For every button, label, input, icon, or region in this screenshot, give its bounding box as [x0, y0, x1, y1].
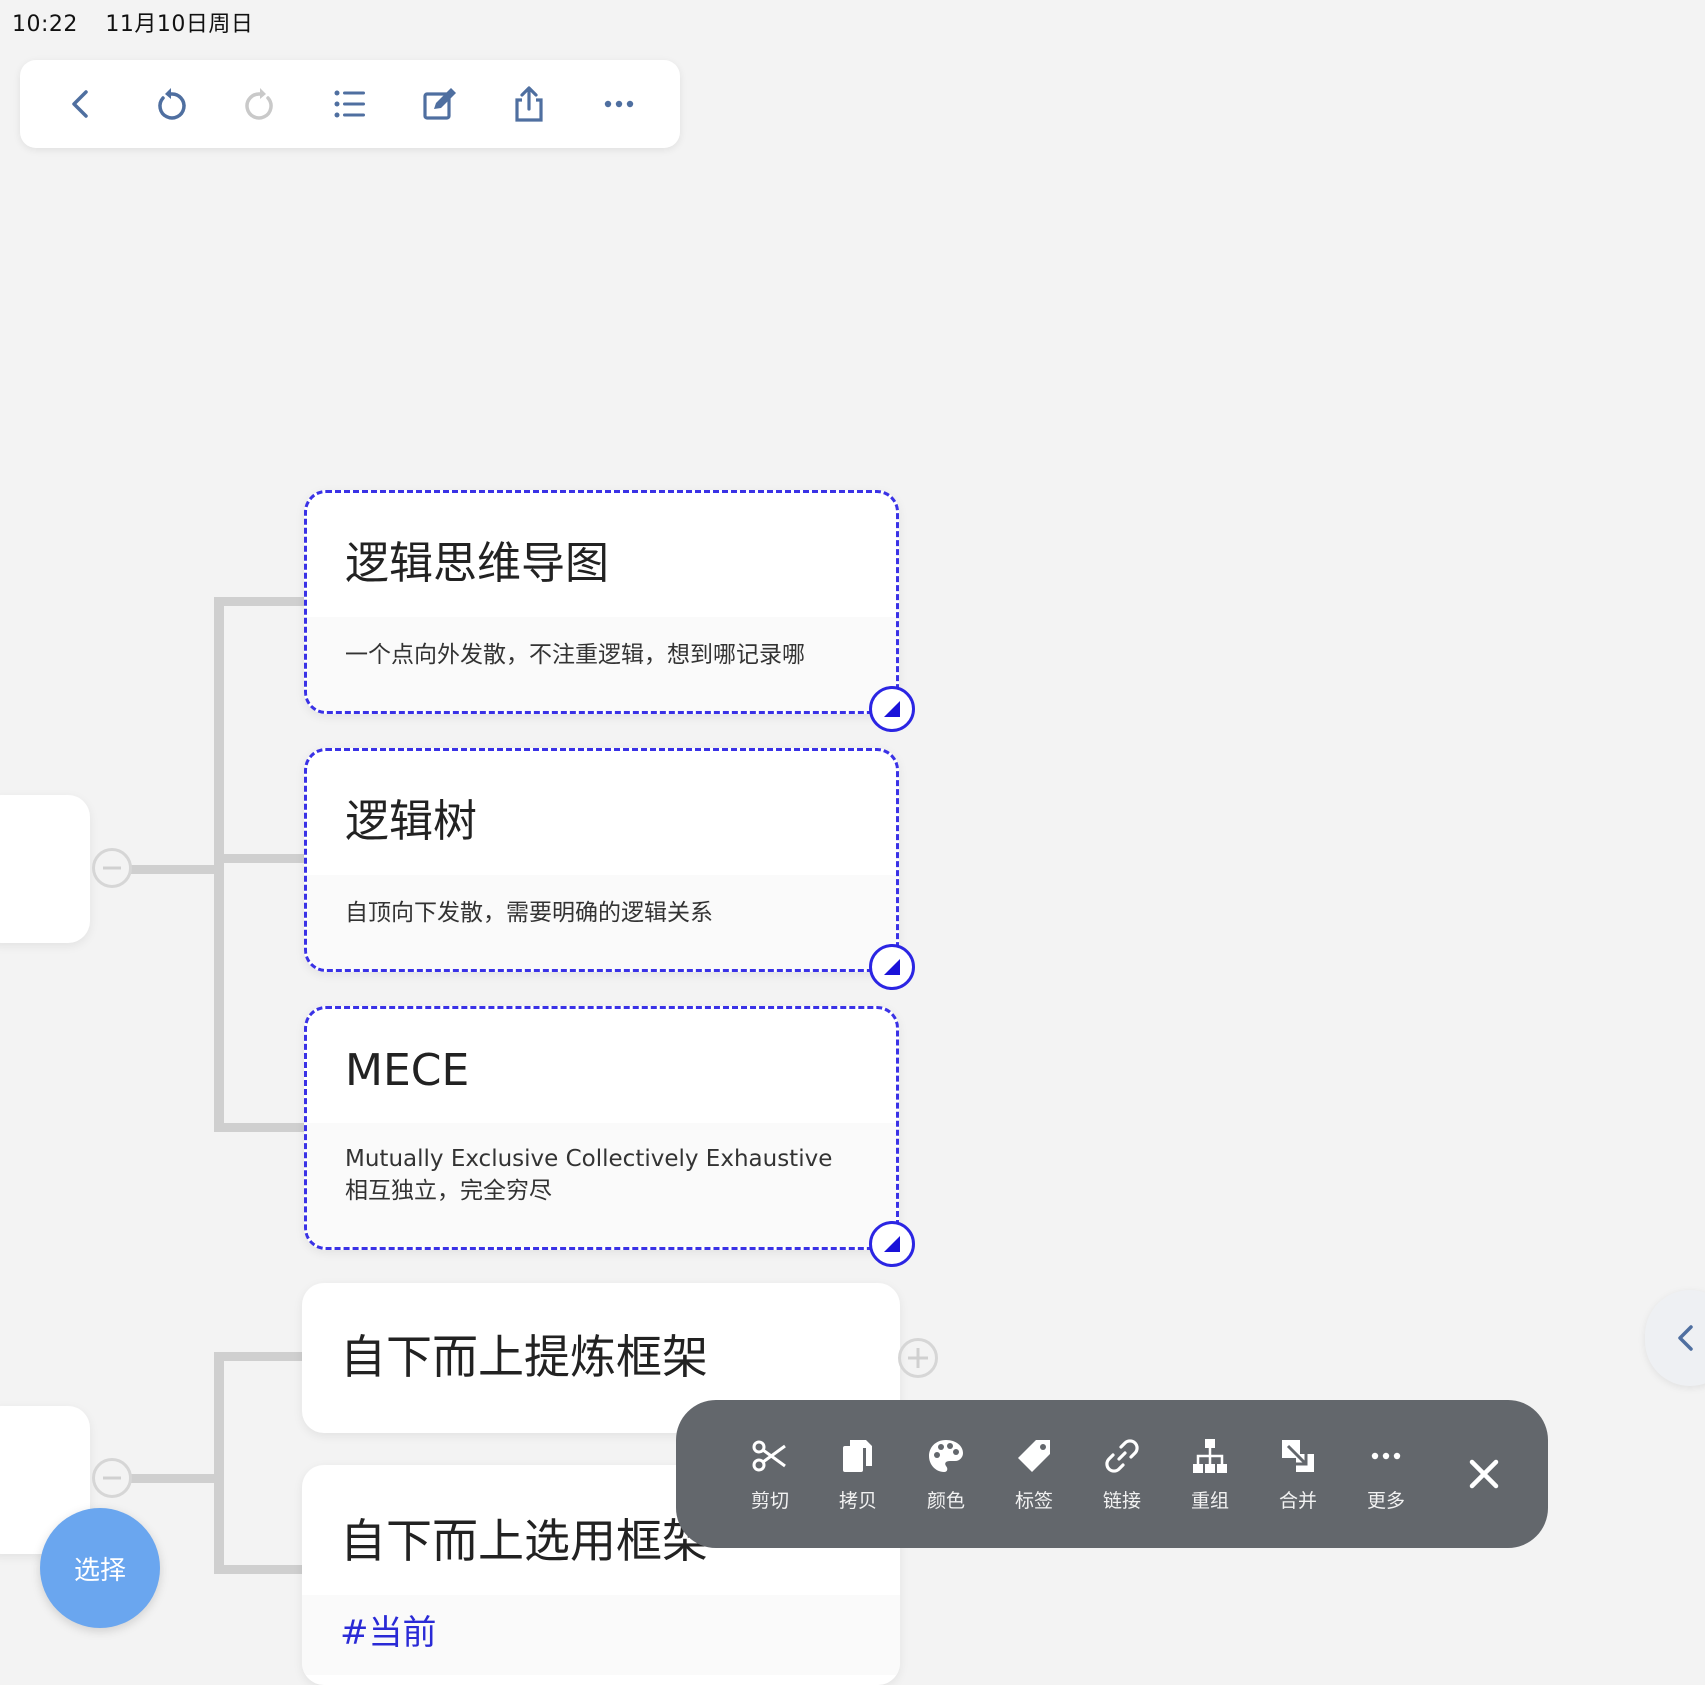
- undo-button[interactable]: [141, 74, 201, 134]
- node-note: #当前: [302, 1595, 900, 1675]
- status-bar: 10:22 11月10日周日: [12, 6, 273, 38]
- outline-button[interactable]: [320, 74, 380, 134]
- more-actions-label: 更多: [1366, 1489, 1405, 1512]
- side-panel-toggle[interactable]: [1645, 1290, 1705, 1386]
- color-button[interactable]: 颜色: [902, 1436, 990, 1513]
- connector-line: [214, 597, 304, 606]
- tag-label: 标签: [1014, 1489, 1053, 1512]
- resize-handle[interactable]: [869, 944, 915, 990]
- copy-button[interactable]: 拷贝: [814, 1436, 902, 1513]
- expand-button[interactable]: [898, 1338, 938, 1378]
- merge-label: 合并: [1278, 1489, 1317, 1512]
- collapse-button[interactable]: [92, 848, 132, 888]
- tag-button[interactable]: 标签: [990, 1436, 1078, 1513]
- list-icon: [334, 90, 365, 118]
- more-icon: [604, 100, 634, 108]
- status-date: 11月10日周日: [105, 12, 254, 37]
- more-actions-button[interactable]: 更多: [1342, 1436, 1430, 1513]
- back-button[interactable]: [51, 74, 111, 134]
- more-button[interactable]: [589, 74, 649, 134]
- close-action-bar-button[interactable]: [1454, 1444, 1514, 1504]
- color-label: 颜色: [926, 1489, 965, 1512]
- hierarchy-icon: [1193, 1438, 1227, 1473]
- merge-icon: [1282, 1439, 1314, 1472]
- link-label: 链接: [1102, 1489, 1141, 1512]
- connector-line: [130, 865, 224, 874]
- plus-icon: [908, 1348, 928, 1368]
- node-note-line: 相互独立，完全穷尽: [345, 1178, 552, 1204]
- connector-line: [214, 1123, 304, 1132]
- undo-icon: [157, 88, 186, 120]
- parent-node[interactable]: [0, 795, 90, 943]
- link-button[interactable]: 链接: [1078, 1436, 1166, 1513]
- mindmap-node[interactable]: 自下而上提炼框架: [302, 1283, 900, 1433]
- mindmap-node[interactable]: 逻辑树 自顶向下发散，需要明确的逻辑关系: [304, 748, 899, 972]
- node-title: 逻辑树: [345, 796, 477, 847]
- cut-button[interactable]: 剪切: [726, 1436, 814, 1513]
- minus-icon: [103, 866, 121, 870]
- edit-button[interactable]: [410, 74, 470, 134]
- node-tag[interactable]: #当前: [340, 1613, 437, 1653]
- node-note-line: Mutually Exclusive Collectively Exhausti…: [345, 1146, 833, 1172]
- copy-icon: [843, 1439, 872, 1472]
- chevron-left-icon: [72, 90, 88, 118]
- restructure-label: 重组: [1190, 1489, 1229, 1512]
- node-note: 一个点向外发散，不注重逻辑，想到哪记录哪: [307, 617, 896, 711]
- corner-triangle-icon: [884, 1236, 900, 1252]
- node-note: 自顶向下发散，需要明确的逻辑关系: [307, 875, 896, 969]
- share-icon: [515, 86, 543, 122]
- palette-icon: [929, 1439, 963, 1472]
- connector-line: [214, 854, 304, 863]
- select-mode-button[interactable]: 选择: [40, 1508, 160, 1628]
- more-icon: [1371, 1452, 1401, 1459]
- chevron-left-icon: [1678, 1325, 1693, 1351]
- mindmap-node[interactable]: MECE Mutually Exclusive Collectively Exh…: [304, 1006, 899, 1250]
- scissors-icon: [752, 1440, 786, 1471]
- redo-button[interactable]: [230, 74, 290, 134]
- resize-handle[interactable]: [869, 1221, 915, 1267]
- copy-label: 拷贝: [838, 1489, 877, 1512]
- collapse-button[interactable]: [92, 1458, 132, 1498]
- node-title: MECE: [345, 1045, 470, 1096]
- close-icon: [1469, 1459, 1499, 1489]
- connector-line: [214, 597, 224, 1132]
- status-time: 10:22: [12, 12, 78, 37]
- cut-label: 剪切: [750, 1489, 789, 1512]
- connector-line: [130, 1474, 224, 1483]
- top-toolbar: [20, 60, 680, 148]
- restructure-button[interactable]: 重组: [1166, 1436, 1254, 1513]
- link-icon: [1105, 1438, 1139, 1473]
- connector-line: [214, 1352, 304, 1361]
- corner-triangle-icon: [884, 959, 900, 975]
- corner-triangle-icon: [884, 701, 900, 717]
- mindmap-node[interactable]: 逻辑思维导图 一个点向外发散，不注重逻辑，想到哪记录哪: [304, 490, 899, 714]
- node-action-bar: 剪切 拷贝 颜色 标签 链接 重组 合并 更多: [676, 1400, 1548, 1548]
- edit-icon: [423, 88, 456, 120]
- node-title: 自下而上提炼框架: [340, 1330, 708, 1384]
- node-title: 自下而上选用框架: [340, 1514, 708, 1568]
- node-note: Mutually Exclusive Collectively Exhausti…: [307, 1123, 896, 1247]
- tag-icon: [1018, 1439, 1050, 1472]
- merge-button[interactable]: 合并: [1254, 1436, 1342, 1513]
- share-button[interactable]: [499, 74, 559, 134]
- redo-icon: [245, 88, 274, 120]
- connector-line: [214, 1565, 304, 1574]
- resize-handle[interactable]: [869, 686, 915, 732]
- minus-icon: [103, 1476, 121, 1480]
- connector-line: [214, 1352, 224, 1574]
- node-title: 逻辑思维导图: [345, 538, 609, 589]
